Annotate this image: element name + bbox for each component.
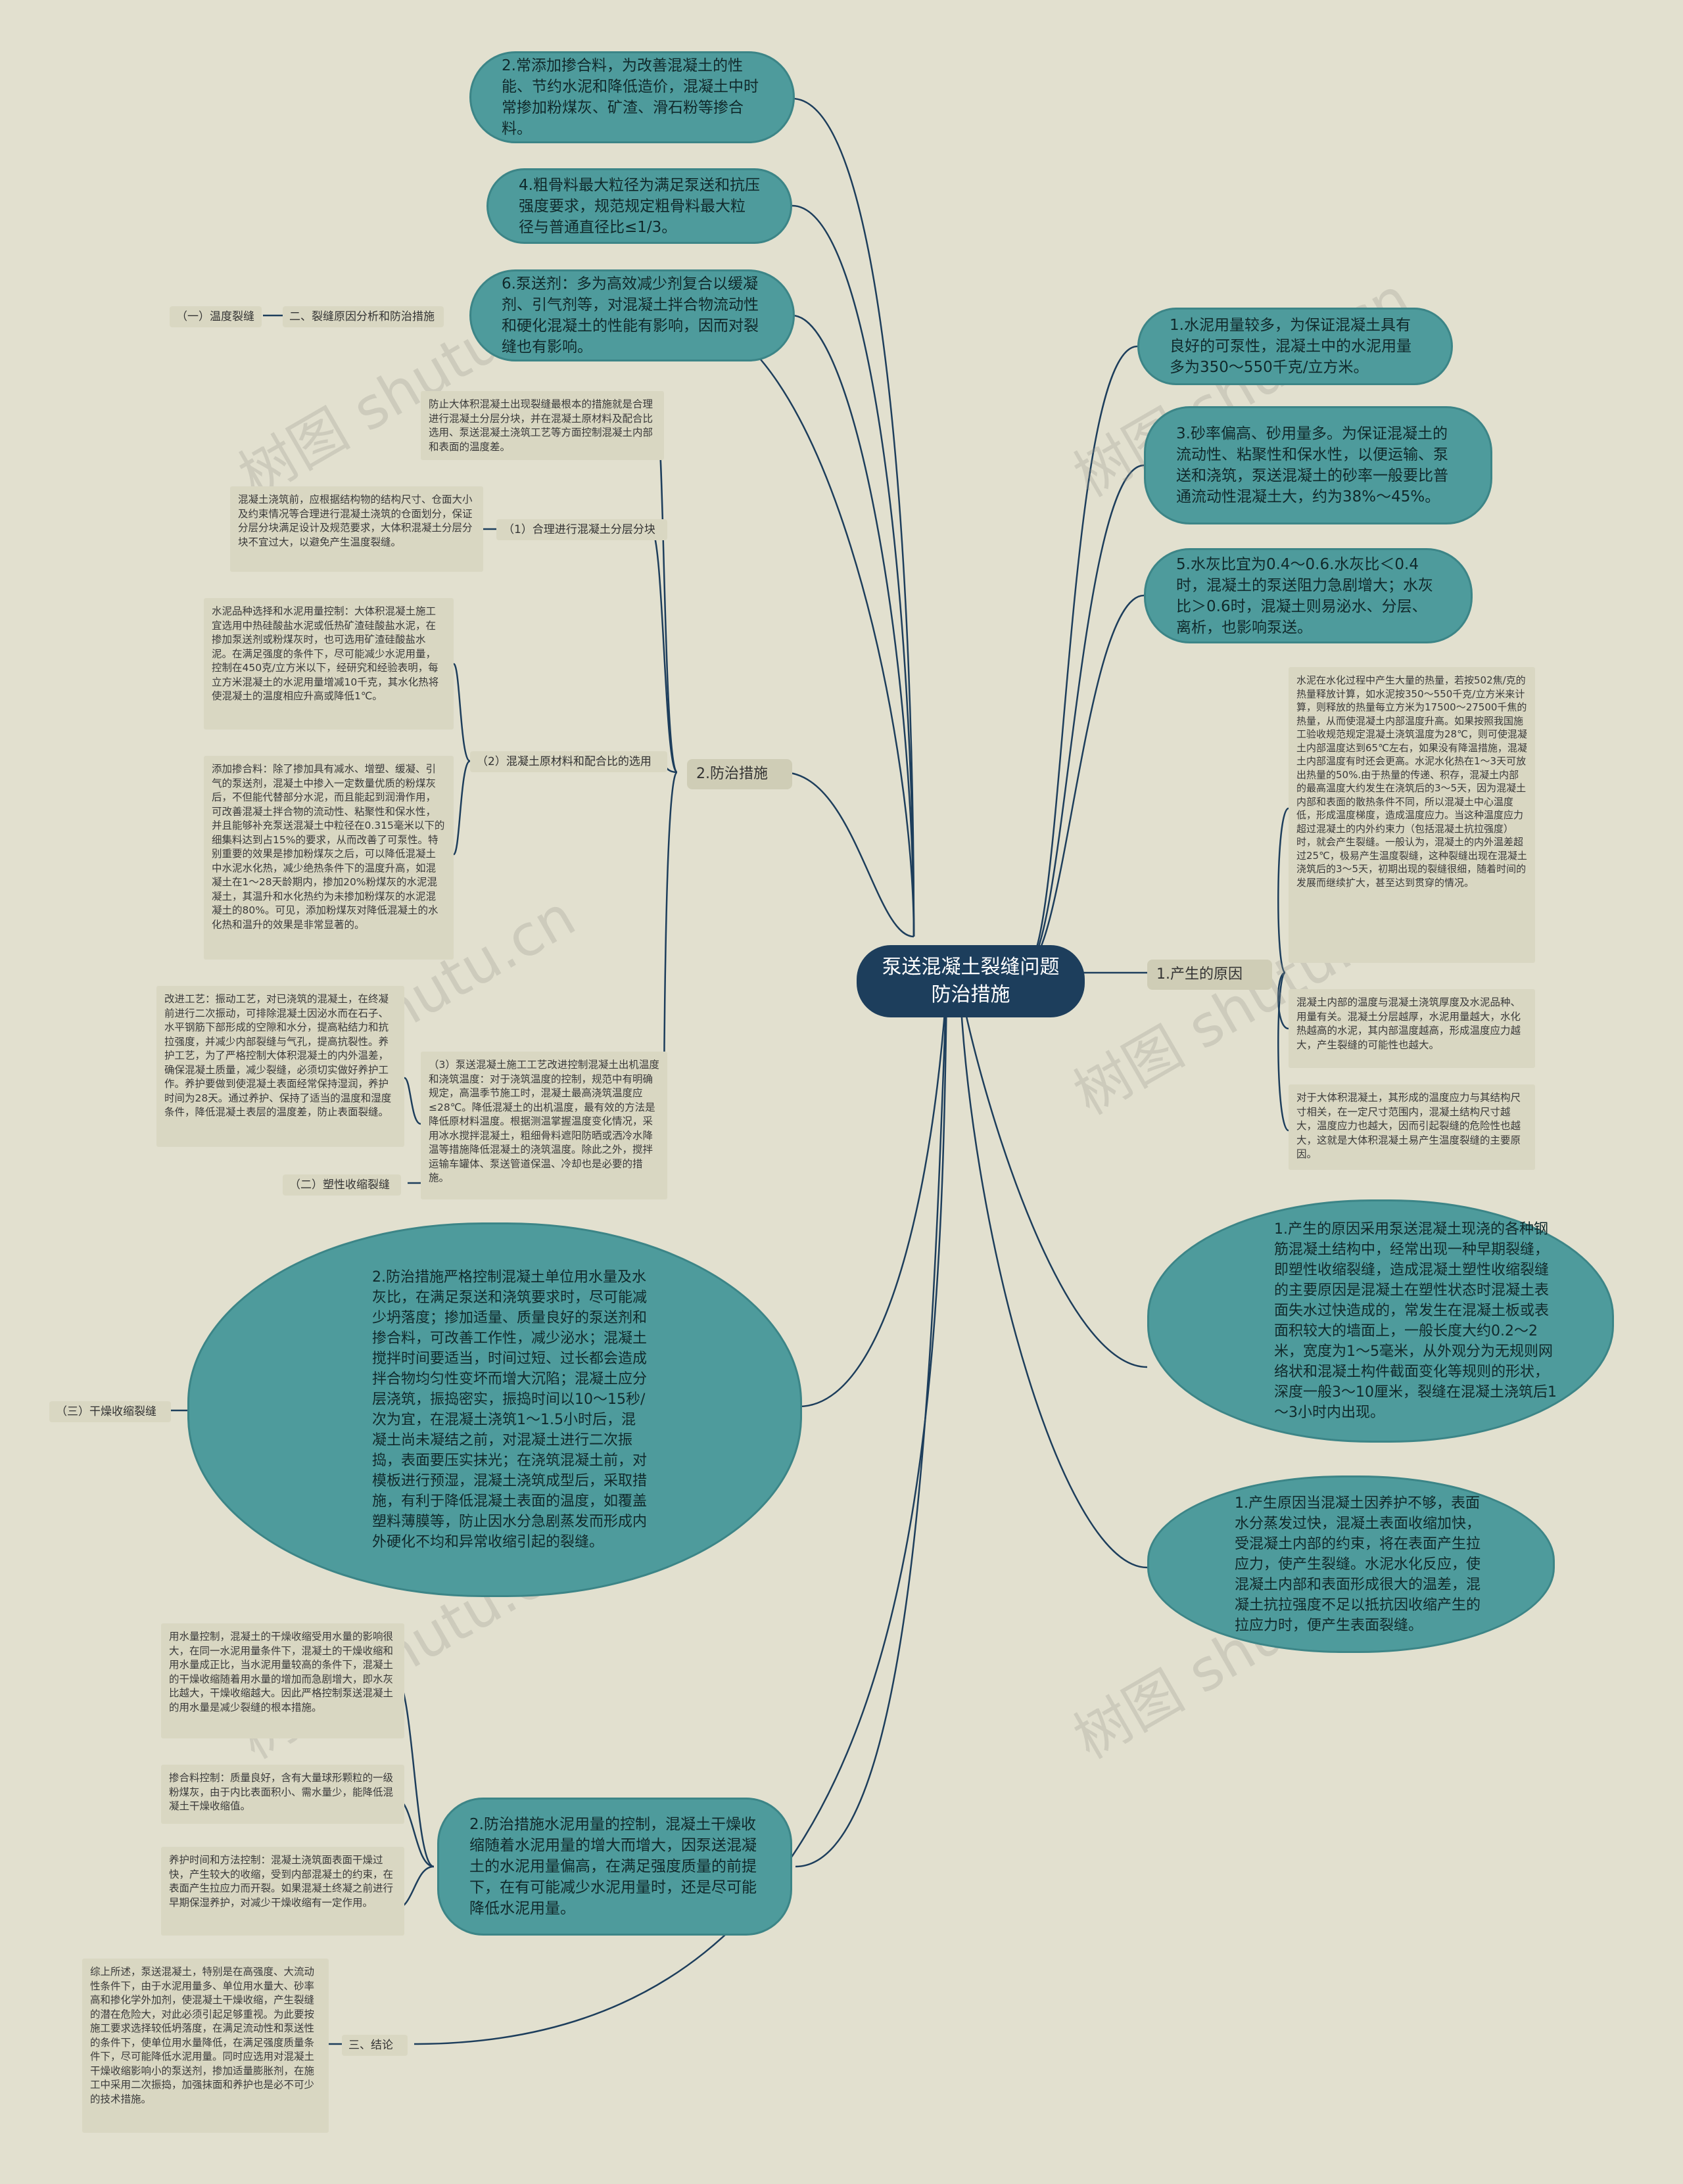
- node-cement-amount[interactable]: 1.水泥用量较多，为保证混凝土具有良好的可泵性，混凝土中的水泥用量多为350～5…: [1137, 308, 1453, 385]
- process-note-text: 改进工艺：振动工艺，对已浇筑的混凝土，在终凝前进行二次振动，可排除混凝土因泌水而…: [164, 993, 392, 1118]
- layering-note-text: 混凝土浇筑前，应根据结构物的结构尺寸、仓面大小及约束情况等合理进行混凝土浇筑的仓…: [238, 494, 473, 548]
- measure-process[interactable]: （3）泵送混凝土施工工艺改进控制混凝土出机温度和浇筑温度：对于浇筑温度的控制，规…: [421, 1052, 667, 1199]
- prevention-intro-note: 防止大体积混凝土出现裂缝最根本的措施就是合理进行混凝土分层分块，并在混凝土原材料…: [421, 391, 664, 460]
- curing-note: 养护时间和方法控制：混凝土浇筑面表面干燥过快，产生较大的收缩，受到内部混凝土的约…: [161, 1847, 404, 1936]
- section-temperature-crack-label: （一）温度裂缝: [176, 310, 254, 323]
- measure-layering-label: （1）合理进行混凝土分层分块: [503, 523, 655, 536]
- section-conclusion[interactable]: 三、结论: [342, 2035, 408, 2056]
- node-dry-cause[interactable]: 1.产生原因当混凝土因养护不够，表面水分蒸发过快，混凝土表面收缩加快，受混凝土内…: [1147, 1475, 1555, 1653]
- process-note: 改进工艺：振动工艺，对已浇筑的混凝土，在终凝前进行二次振动，可排除混凝土因泌水而…: [156, 986, 404, 1147]
- section-temperature-crack[interactable]: （一）温度裂缝: [170, 306, 262, 327]
- central-topic-label: 泵送混凝土裂缝问题防治措施: [882, 956, 1060, 1006]
- curing-text: 养护时间和方法控制：混凝土浇筑面表面干燥过快，产生较大的收缩，受到内部混凝土的约…: [169, 1854, 394, 1909]
- node-dry-cause-text: 1.产生原因当混凝土因养护不够，表面水分蒸发过快，混凝土表面收缩加快，受混凝土内…: [1235, 1495, 1481, 1634]
- fly-ash-text: 掺合料控制：质量良好，含有大量球形颗粒的一级粉煤灰，由于内比表面积小、需水量少，…: [169, 1772, 394, 1812]
- node-plastic-cause-text: 1.产生的原因采用泵送混凝土现浇的各种钢筋混凝土结构中，经常出现一种早期裂缝，即…: [1274, 1221, 1557, 1421]
- node-dry-measures-text: 2.防治措施水泥用量的控制，混凝土干燥收缩随着水泥用量的增大而增大，因泵送混凝土…: [469, 1816, 757, 1917]
- prevention-measures[interactable]: 2.防治措施: [687, 759, 792, 789]
- node-plastic-cause[interactable]: 1.产生的原因采用泵送混凝土现浇的各种钢筋混凝土结构中，经常出现一种早期裂缝，即…: [1147, 1199, 1614, 1443]
- section-plastic-crack-label: （二）塑性收缩裂缝: [289, 1178, 390, 1192]
- section-crack-analysis[interactable]: 二、裂缝原因分析和防治措施: [283, 306, 444, 327]
- cause-heat-text: 水泥在水化过程中产生大量的热量，若按502焦/克的热量释放计算，如水泥按350～…: [1296, 674, 1527, 889]
- node-water-cement-text: 5.水灰比宜为0.4～0.6.水灰比＜0.4时，混凝土的泵送阻力急剧增大；水灰比…: [1176, 555, 1433, 636]
- node-admixture-text: 2.常添加掺合料，为改善混凝土的性能、节约水泥和降低造价，混凝土中时常掺加粉煤灰…: [502, 57, 759, 137]
- section-dry-crack[interactable]: （三）干燥收缩裂缝: [49, 1401, 171, 1422]
- cause-node[interactable]: 1.产生的原因: [1147, 960, 1272, 990]
- cause-thickness-text: 混凝土内部的温度与混凝土浇筑厚度及水泥品种、用量有关。混凝土分层越厚，水泥用量越…: [1296, 996, 1521, 1051]
- node-pumping-agent-text: 6.泵送剂：多为高效减少剂复合以缓凝剂、引气剂等，对混凝土拌合物流动性和硬化混凝…: [502, 275, 759, 356]
- cement-choice-note: 水泥品种选择和水泥用量控制：大体积混凝土施工宜选用中热硅酸盐水泥或低热矿渣硅酸盐…: [204, 598, 454, 730]
- cause-heat-note: 水泥在水化过程中产生大量的热量，若按502焦/克的热量释放计算，如水泥按350～…: [1289, 667, 1535, 963]
- node-dry-measures[interactable]: 2.防治措施水泥用量的控制，混凝土干燥收缩随着水泥用量的增大而增大，因泵送混凝土…: [437, 1798, 792, 1936]
- conclusion-note: 综上所述，泵送混凝土，特别是在高强度、大流动性条件下，由于水泥用量多、单位用水量…: [82, 1959, 329, 2133]
- section-dry-crack-label: （三）干燥收缩裂缝: [56, 1405, 156, 1418]
- water-control-text: 用水量控制，混凝土的干燥收缩受用水量的影响很大，在同一水泥用量条件下，混凝土的干…: [169, 1631, 394, 1713]
- water-control-note: 用水量控制，混凝土的干燥收缩受用水量的影响很大，在同一水泥用量条件下，混凝土的干…: [161, 1623, 404, 1738]
- cause-size-text: 对于大体积混凝土，其形成的温度应力与其结构尺寸相关，在一定尺寸范围内，混凝土结构…: [1296, 1092, 1521, 1160]
- fly-ash-note: 掺合料控制：质量良好，含有大量球形颗粒的一级粉煤灰，由于内比表面积小、需水量少，…: [161, 1765, 404, 1824]
- node-aggregate-size-text: 4.粗骨料最大粒径为满足泵送和抗压强度要求，规范规定粗骨料最大粒径与普通直径比≤…: [519, 176, 760, 236]
- cause-size-note: 对于大体积混凝土，其形成的温度应力与其结构尺寸相关，在一定尺寸范围内，混凝土结构…: [1289, 1084, 1535, 1170]
- node-pumping-agent[interactable]: 6.泵送剂：多为高效减少剂复合以缓凝剂、引气剂等，对混凝土拌合物流动性和硬化混凝…: [469, 269, 795, 361]
- section-plastic-crack[interactable]: （二）塑性收缩裂缝: [283, 1174, 401, 1196]
- node-cement-amount-text: 1.水泥用量较多，为保证混凝土具有良好的可泵性，混凝土中的水泥用量多为350～5…: [1170, 317, 1411, 376]
- measure-materials[interactable]: （2）混凝土原材料和配合比的选用: [470, 751, 667, 772]
- node-plastic-measures-text: 2.防治措施严格控制混凝土单位用水量及水灰比，在满足泵送和浇筑要求时，尽可能减少…: [372, 1269, 648, 1550]
- node-sand-ratio-text: 3.砂率偏高、砂用量多。为保证混凝土的流动性、粘聚性和保水性，以便运输、泵送和浇…: [1176, 425, 1448, 505]
- node-admixture[interactable]: 2.常添加掺合料，为改善混凝土的性能、节约水泥和降低造价，混凝土中时常掺加粉煤灰…: [469, 51, 795, 143]
- section-conclusion-label: 三、结论: [348, 2039, 393, 2052]
- cause-node-label: 1.产生的原因: [1156, 966, 1243, 983]
- section-crack-analysis-label: 二、裂缝原因分析和防治措施: [289, 310, 435, 323]
- cement-choice-text: 水泥品种选择和水泥用量控制：大体积混凝土施工宜选用中热硅酸盐水泥或低热矿渣硅酸盐…: [212, 605, 439, 702]
- node-water-cement[interactable]: 5.水灰比宜为0.4～0.6.水灰比＜0.4时，混凝土的泵送阻力急剧增大；水灰比…: [1144, 548, 1473, 643]
- cause-thickness-note: 混凝土内部的温度与混凝土浇筑厚度及水泥品种、用量有关。混凝土分层越厚，水泥用量越…: [1289, 989, 1535, 1068]
- node-sand-ratio[interactable]: 3.砂率偏高、砂用量多。为保证混凝土的流动性、粘聚性和保水性，以便运输、泵送和浇…: [1144, 406, 1492, 524]
- conclusion-text: 综上所述，泵送混凝土，特别是在高强度、大流动性条件下，由于水泥用量多、单位用水量…: [90, 1966, 315, 2105]
- prevention-measures-label: 2.防治措施: [696, 766, 768, 782]
- measure-materials-label: （2）混凝土原材料和配合比的选用: [477, 755, 652, 768]
- measure-layering[interactable]: （1）合理进行混凝土分层分块: [496, 519, 667, 540]
- central-topic[interactable]: 泵送混凝土裂缝问题防治措施: [857, 945, 1085, 1017]
- admixture-note: 添加掺合料：除了掺加具有减水、增塑、缓凝、引气的泵送剂，混凝土中掺入一定数量优质…: [204, 756, 454, 960]
- node-aggregate-size[interactable]: 4.粗骨料最大粒径为满足泵送和抗压强度要求，规范规定粗骨料最大粒径与普通直径比≤…: [486, 168, 792, 244]
- measure-process-text: （3）泵送混凝土施工工艺改进控制混凝土出机温度和浇筑温度：对于浇筑温度的控制，规…: [429, 1059, 659, 1184]
- admixture-note-text: 添加掺合料：除了掺加具有减水、增塑、缓凝、引气的泵送剂，混凝土中掺入一定数量优质…: [212, 763, 445, 931]
- node-plastic-measures[interactable]: 2.防治措施严格控制混凝土单位用水量及水灰比，在满足泵送和浇筑要求时，尽可能减少…: [187, 1222, 802, 1597]
- prevention-intro-text: 防止大体积混凝土出现裂缝最根本的措施就是合理进行混凝土分层分块，并在混凝土原材料…: [429, 398, 653, 453]
- layering-note: 混凝土浇筑前，应根据结构物的结构尺寸、仓面大小及约束情况等合理进行混凝土浇筑的仓…: [230, 486, 483, 572]
